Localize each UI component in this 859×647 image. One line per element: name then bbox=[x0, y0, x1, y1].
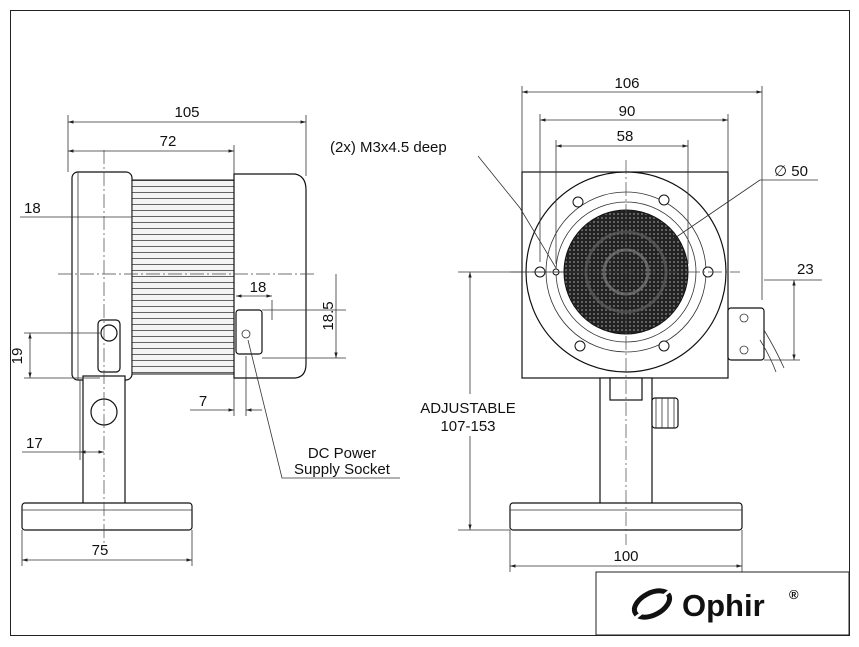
callout-dc-power-line1: DC Power bbox=[308, 445, 376, 462]
note-thread: (2x) M3x4.5 deep bbox=[330, 139, 447, 156]
dim-side-75: 75 bbox=[92, 542, 109, 559]
dim-front-58: 58 bbox=[617, 128, 634, 145]
dim-side-72: 72 bbox=[160, 133, 177, 150]
front-knob bbox=[651, 397, 679, 429]
dim-front-106: 106 bbox=[614, 75, 639, 92]
title-block: Ophir ® bbox=[595, 571, 850, 636]
brand-registered: ® bbox=[789, 587, 799, 602]
adjustable-label: ADJUSTABLE bbox=[420, 400, 516, 417]
dim-side-18-socket: 18 bbox=[250, 279, 267, 296]
brand-name: Ophir bbox=[682, 588, 765, 623]
callout-dc-power-line2: Supply Socket bbox=[294, 461, 391, 478]
dim-side-105: 105 bbox=[174, 104, 199, 121]
side-view: 105 72 18 18 18.5 19 7 17 bbox=[9, 104, 400, 566]
dim-front-90: 90 bbox=[619, 103, 636, 120]
dim-front-100: 100 bbox=[613, 548, 638, 565]
dim-side-18-5: 18.5 bbox=[320, 301, 337, 330]
side-base bbox=[21, 502, 193, 531]
adjustable-range: 107-153 bbox=[440, 418, 495, 435]
front-connector-block bbox=[727, 307, 765, 361]
sheet-border bbox=[10, 10, 850, 636]
side-dc-socket bbox=[235, 309, 263, 355]
front-view: 106 90 58 ∅ 50 (2x) M3x4.5 deep 23 ADJUS… bbox=[330, 75, 822, 572]
dim-side-18-left: 18 bbox=[24, 200, 41, 217]
dim-side-7: 7 bbox=[199, 393, 207, 410]
dim-side-19: 19 bbox=[9, 348, 26, 365]
ophir-logo-icon bbox=[631, 587, 673, 621]
side-heatsink bbox=[131, 179, 235, 375]
dim-side-17: 17 bbox=[26, 435, 43, 452]
dim-front-23: 23 bbox=[797, 261, 814, 278]
dim-front-diameter: ∅ 50 bbox=[774, 163, 808, 180]
